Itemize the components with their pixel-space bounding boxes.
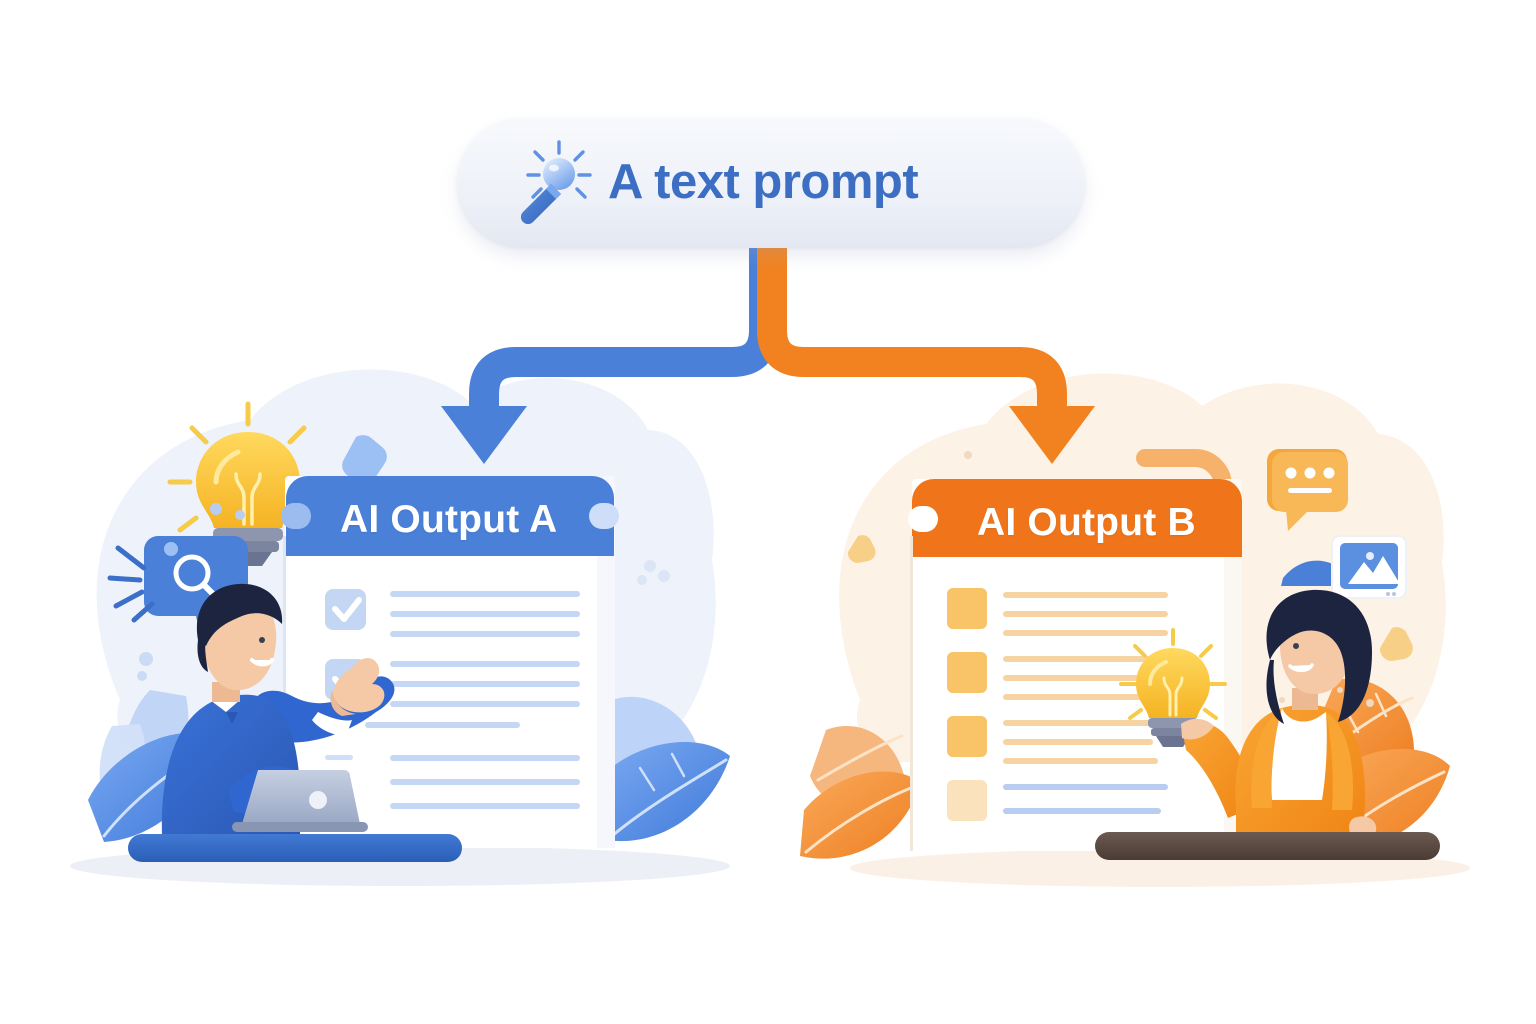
arrow-to-output-b [757,248,1095,464]
text-lines-b1 [1003,592,1168,636]
leaf-icon-right-left-front [800,771,920,859]
prompt-pill[interactable]: A text prompt [458,118,1084,246]
chat-bubble-dots-icon [1267,449,1348,531]
prompt-label: A text prompt [608,154,919,209]
checkbox-checked-a1 [325,589,366,630]
magic-wand-icon [520,140,592,224]
text-lines-b3 [1003,720,1168,764]
motion-lines-icon [107,545,155,623]
dot-cluster-icon-left-3 [637,560,670,585]
square-filled-b1 [947,588,987,629]
magic-wand-sparkle-rays [526,140,592,199]
output-b-card [908,479,1242,851]
dot-cluster-icon-left-2 [137,652,153,681]
text-line-a3 [365,722,520,728]
leaf-icon-left-right [606,742,730,842]
text-lines-a4 [390,755,580,809]
desk-bar-right [1095,832,1440,860]
pebble-icon-right-a [1379,627,1413,662]
text-lines-b2 [1003,656,1168,700]
square-filled-b3 [947,716,987,757]
square-filled-b2 [947,652,987,693]
output-b-rows [947,588,1168,821]
text-lines-a2 [390,661,580,707]
man-at-laptop [161,583,395,838]
output-a-title: AI Output A [340,498,558,541]
desk-bar-left [128,834,462,862]
pebble-icon-right-b [847,535,876,564]
dot-cluster-icon-left [210,503,245,520]
diamond-icon-left [342,435,387,482]
square-faded-b4 [947,780,987,821]
image-placeholder-icon [1281,535,1407,599]
woman-with-lightbulb [1119,589,1377,848]
text-lines-a1 [390,591,580,637]
output-b-title: AI Output B [977,501,1196,544]
text-lines-b4 [1003,784,1168,814]
